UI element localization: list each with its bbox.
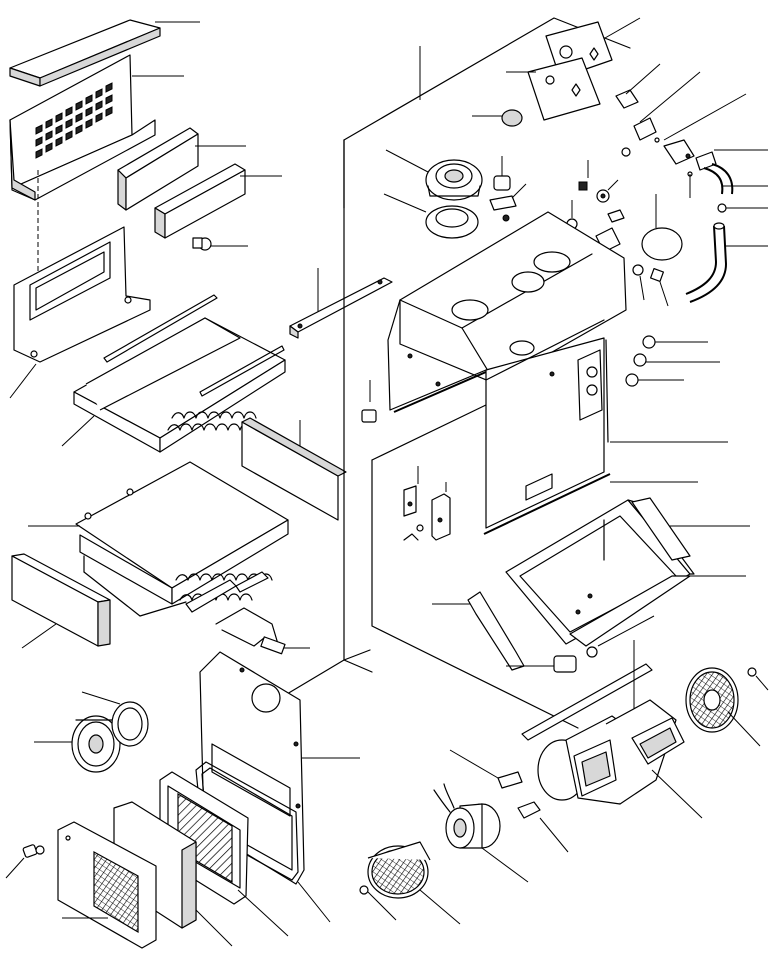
side-vane xyxy=(631,497,691,561)
nuts xyxy=(625,335,720,387)
vent-ring xyxy=(81,691,149,747)
main-case-outline xyxy=(209,17,631,741)
knob xyxy=(192,237,248,251)
switch-plate xyxy=(506,57,601,121)
hose-elbow xyxy=(615,63,768,213)
blower-housing xyxy=(537,699,703,819)
louver-slots xyxy=(35,82,113,159)
lower-filter xyxy=(11,553,111,649)
evaporator-core xyxy=(28,461,289,617)
bracket-plate xyxy=(9,226,151,399)
case-bolt xyxy=(361,380,377,423)
main-case xyxy=(387,211,728,535)
seal-strip xyxy=(289,268,393,339)
vent-cap xyxy=(472,109,523,127)
cover-plate xyxy=(9,19,200,87)
resistor xyxy=(449,749,569,853)
screw xyxy=(5,844,45,879)
filter-pad-b xyxy=(154,163,282,239)
insulation-panel xyxy=(241,417,347,521)
outlet-grille xyxy=(57,821,157,949)
hose xyxy=(685,222,768,303)
duct-connector xyxy=(432,591,525,671)
adapter-ring xyxy=(383,193,479,239)
coil-bends xyxy=(175,571,273,613)
blower-wheel xyxy=(685,667,769,747)
upper-housing-with-louvers xyxy=(9,54,184,360)
small-fasteners xyxy=(489,156,625,230)
floor-duct xyxy=(505,499,750,647)
filter-pad-a xyxy=(117,127,246,211)
wire-harness xyxy=(215,607,310,655)
blower-wheel-lower xyxy=(359,841,461,925)
relay xyxy=(403,466,451,541)
vent-outlet xyxy=(34,715,121,773)
blower-motor xyxy=(433,783,529,883)
round-cover xyxy=(641,194,683,261)
thermostat xyxy=(385,149,483,201)
actuator xyxy=(506,615,655,673)
